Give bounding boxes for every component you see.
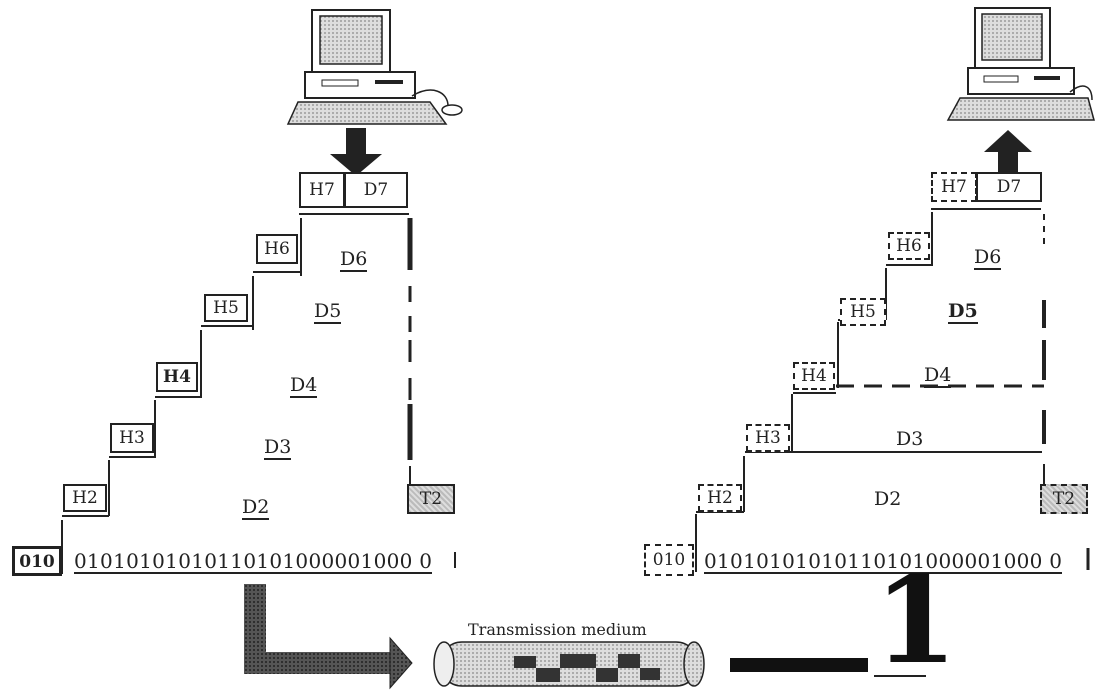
sender-d2-label: D2 <box>242 496 270 520</box>
large-digit-artifact: 1 <box>874 550 958 691</box>
sender-d6-label: D6 <box>340 248 368 272</box>
transmission-medium-label: Transmission medium <box>468 620 647 639</box>
receiver-d3-label: D3 <box>896 428 924 450</box>
large-digit-underline <box>874 675 926 677</box>
sender-preamble-box: 010 <box>12 546 62 576</box>
receiver-d4-label: D4 <box>924 364 952 388</box>
receiver-h7-box: H7 <box>931 172 977 202</box>
medium-link-bar <box>730 658 868 672</box>
sender-h4-box: H4 <box>156 362 198 392</box>
elbow-arrow-icon <box>244 584 413 690</box>
receiver-d2-label: D2 <box>874 488 902 510</box>
receiver-h6-box: H6 <box>888 232 930 260</box>
receiver-d6-label: D6 <box>974 246 1002 270</box>
sender-bitstream: 01010101010110101000001000 0 <box>74 549 433 574</box>
sender-d4-label: D4 <box>290 374 318 398</box>
receiver-h2-box: H2 <box>698 484 742 512</box>
sender-t2-box: T2 <box>407 484 455 514</box>
sender-d7-box: D7 <box>344 172 408 208</box>
sender-staircase <box>61 213 456 574</box>
receiver-t2-box: T2 <box>1040 484 1088 514</box>
receiver-preamble-box: 010 <box>644 544 694 576</box>
receiver-d7-box: D7 <box>976 172 1042 202</box>
receiver-d5-label: D5 <box>948 300 978 324</box>
up-arrow-icon <box>984 130 1032 176</box>
receiver-h5-box: H5 <box>840 298 886 326</box>
sender-computer-icon <box>286 9 463 125</box>
receiver-bitstream: 01010101010110101000001000 0 <box>704 549 1063 574</box>
sender-h5-box: H5 <box>204 294 248 322</box>
sender-h3-box: H3 <box>110 423 154 453</box>
receiver-h3-box: H3 <box>746 424 790 452</box>
receiver-staircase <box>695 208 1090 572</box>
sender-d5-label: D5 <box>314 300 342 324</box>
receiver-computer-icon <box>946 7 1095 121</box>
sender-d3-label: D3 <box>264 436 292 460</box>
sender-h2-box: H2 <box>63 484 107 512</box>
sender-h7-box: H7 <box>299 172 345 208</box>
receiver-h4-box: H4 <box>793 362 835 390</box>
cable-icon <box>433 641 705 687</box>
down-arrow-icon <box>330 128 382 176</box>
sender-h6-box: H6 <box>256 234 298 264</box>
